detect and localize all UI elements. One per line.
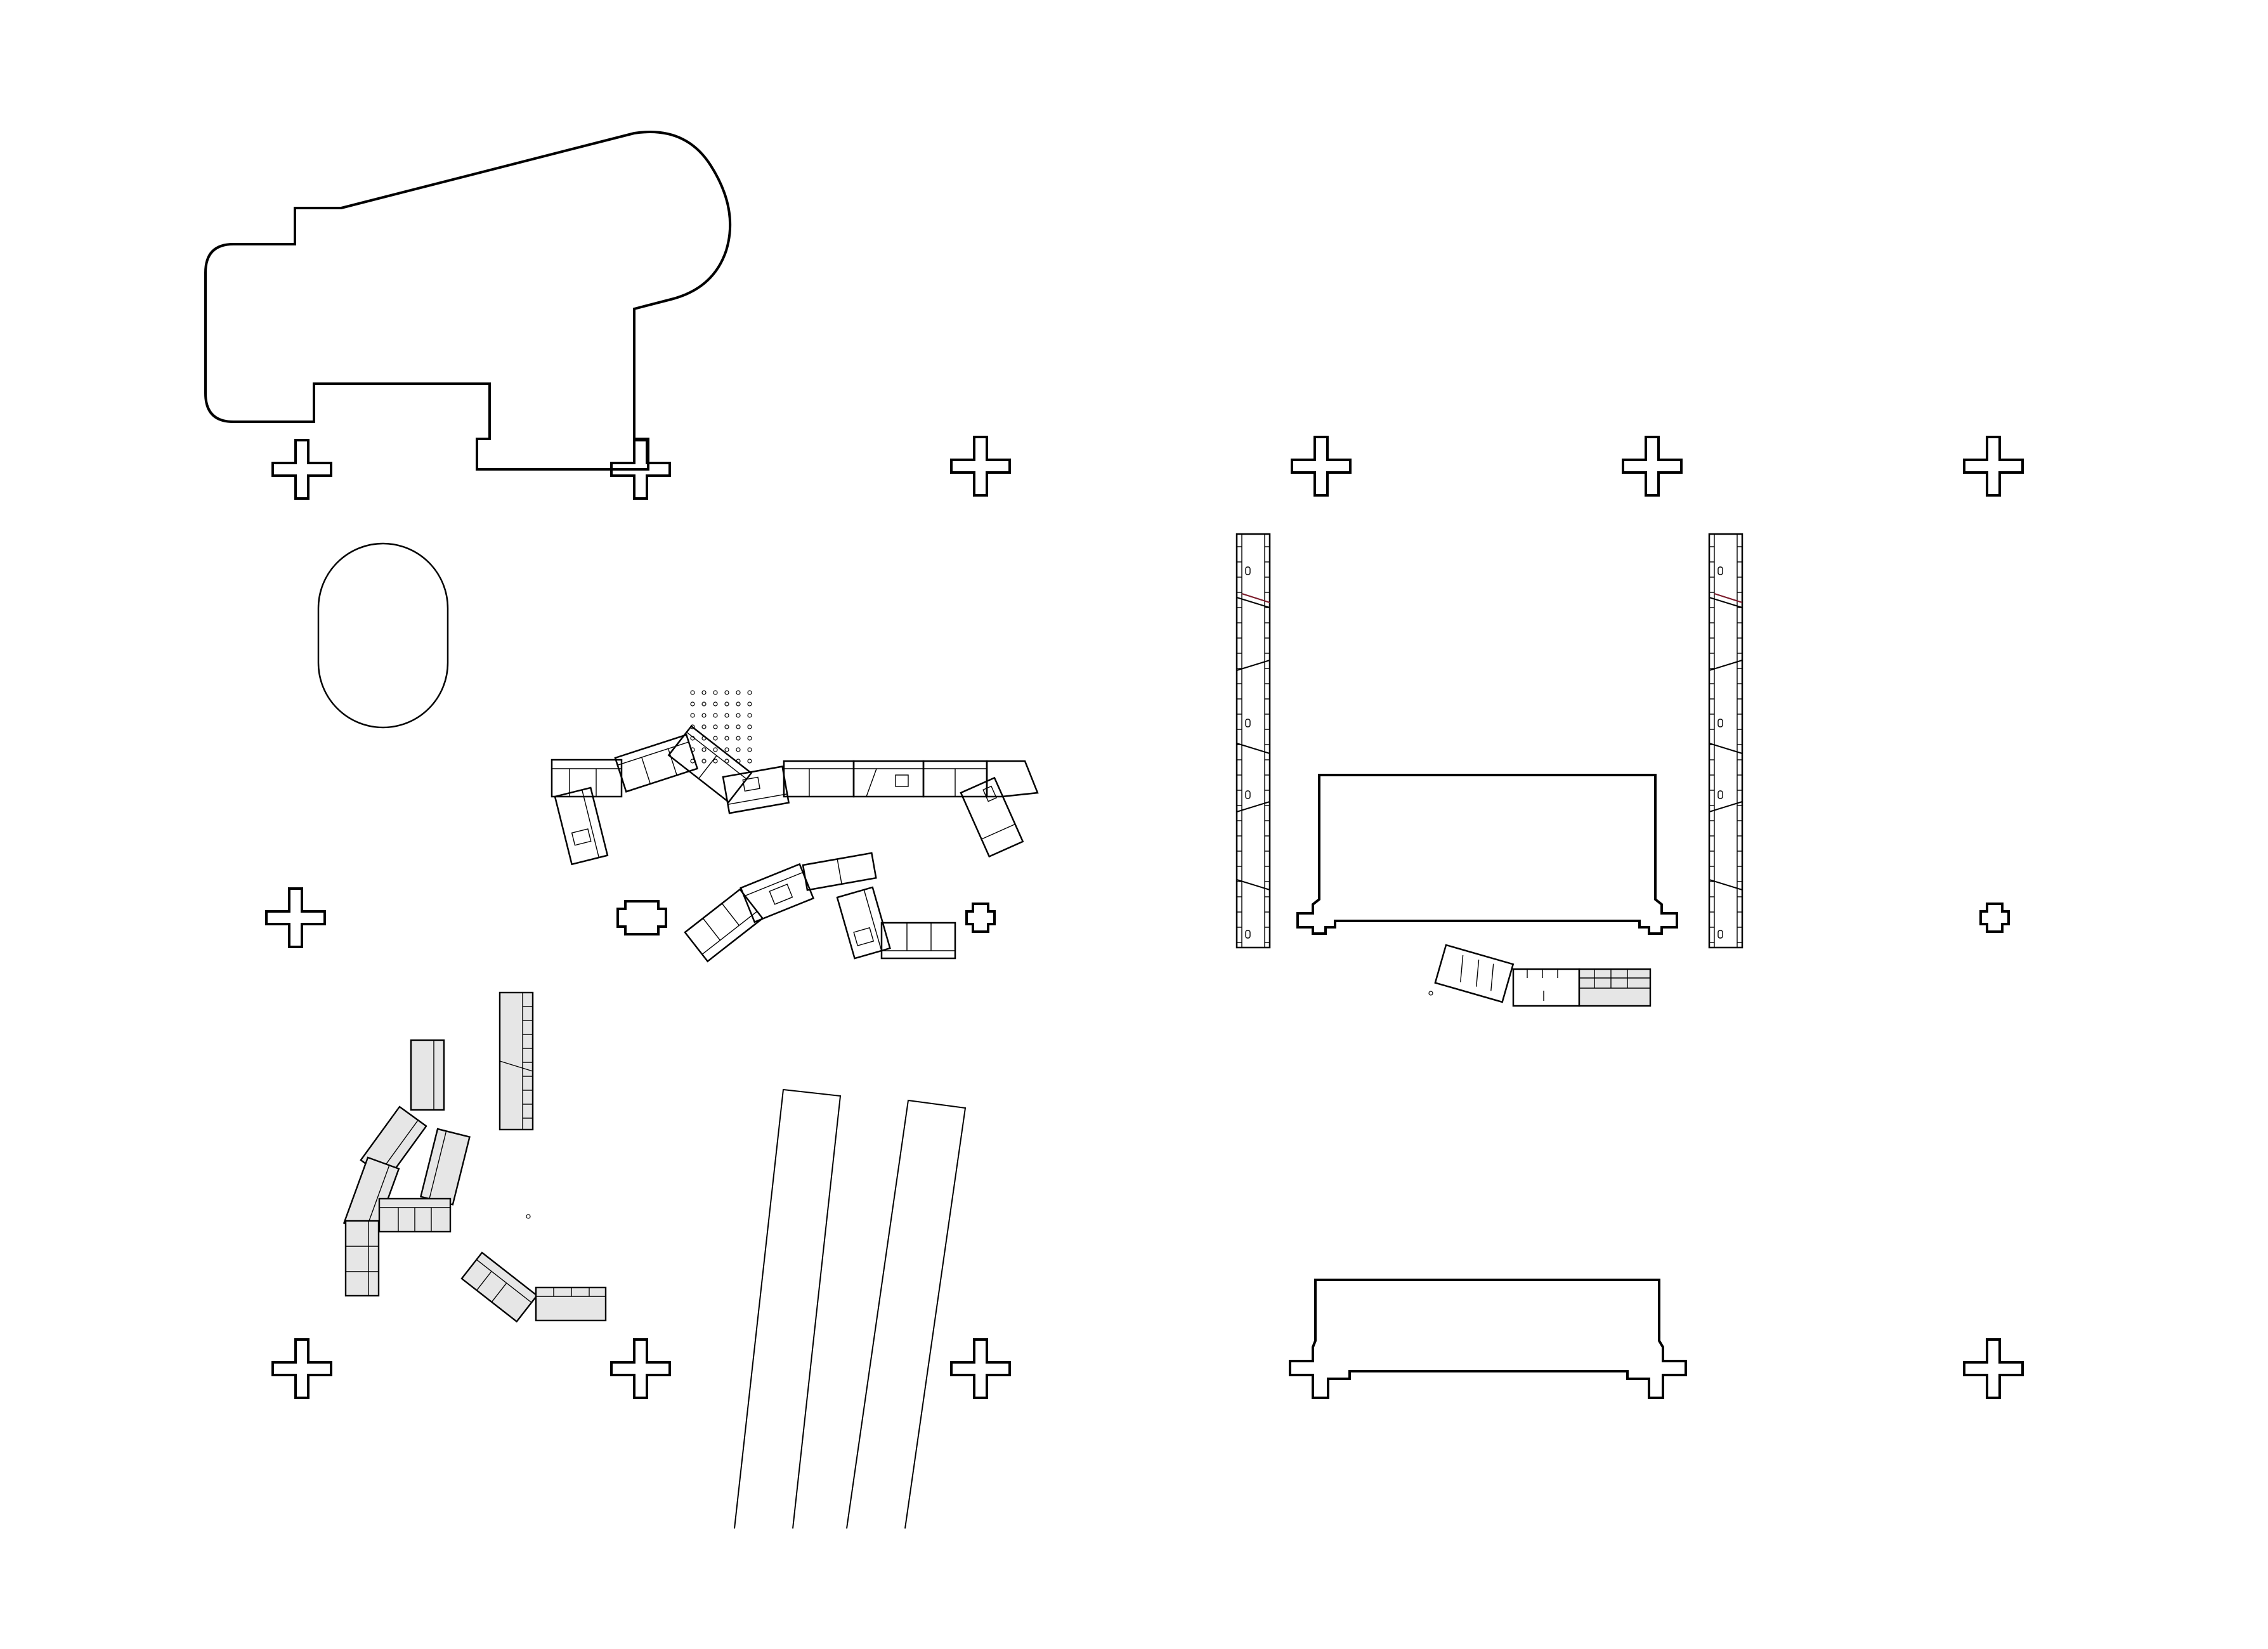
- grid-dot: [690, 759, 695, 764]
- grid-dot: [736, 724, 741, 729]
- grid-dot: [724, 759, 729, 764]
- grid-dot: [713, 713, 718, 718]
- strip-outline: [1708, 533, 1743, 949]
- registration-cross: [1963, 436, 2024, 497]
- window-mark: [1717, 930, 1723, 939]
- grid-dot: [713, 759, 718, 764]
- window-mark: [1717, 719, 1723, 727]
- grid-dot: [701, 701, 707, 707]
- grid-dot: [747, 736, 752, 741]
- grid-dot: [713, 736, 718, 741]
- grid-dot: [701, 724, 707, 729]
- center-bridge-piece-upper: [1296, 774, 1678, 935]
- grid-dot: [690, 713, 695, 718]
- grid-dot: [747, 759, 752, 764]
- segment-divider: [1236, 597, 1270, 608]
- window-mark: [1717, 566, 1723, 575]
- segment-divider: [1709, 597, 1743, 608]
- grid-dot: [736, 759, 741, 764]
- tinted-pieces-lower-left: [342, 991, 607, 1323]
- oval-piece: [317, 542, 449, 729]
- grid-dot: [724, 701, 729, 707]
- registration-cross: [1622, 436, 1683, 497]
- segment-divider: [1709, 660, 1743, 671]
- accent-divider: [1714, 592, 1743, 604]
- segment-divider: [1236, 660, 1270, 671]
- grid-dot: [690, 747, 695, 752]
- outline-piece-top-left: [204, 131, 732, 500]
- grid-dot: [736, 701, 741, 707]
- grid-dot: [724, 736, 729, 741]
- grid-dot: [724, 713, 729, 718]
- window-mark: [1245, 566, 1251, 575]
- grid-dot: [724, 724, 729, 729]
- building-strip-upper: [551, 725, 1039, 866]
- grid-dot: [701, 713, 707, 718]
- tinted-strip-center: [1428, 944, 1652, 1007]
- registration-cross: [950, 1338, 1011, 1399]
- segment-divider: [1709, 879, 1743, 890]
- vertical-strip-left: [1235, 533, 1271, 949]
- segment-divider: [1236, 801, 1270, 812]
- grid-dot: [690, 690, 695, 695]
- segment-divider: [1236, 743, 1270, 754]
- grid-dot: [690, 724, 695, 729]
- registration-notch: [965, 903, 996, 933]
- grid-dot: [713, 701, 718, 707]
- grid-dot: [713, 690, 718, 695]
- registration-notch: [616, 900, 667, 935]
- grid-dot: [736, 747, 741, 752]
- registration-cross: [950, 436, 1011, 497]
- grid-dot: [747, 713, 752, 718]
- grid-dot: [724, 747, 729, 752]
- segment-divider: [1236, 879, 1270, 890]
- grid-dot: [724, 690, 729, 695]
- grid-dot: [701, 747, 707, 752]
- dot-grid: [690, 690, 752, 764]
- grid-dot: [747, 701, 752, 707]
- center-bridge-piece-lower: [1289, 1279, 1687, 1399]
- grid-dot: [701, 759, 707, 764]
- grid-dot: [690, 736, 695, 741]
- accent-divider: [1241, 592, 1270, 604]
- grid-dot: [747, 724, 752, 729]
- grid-dot: [701, 736, 707, 741]
- grid-dot: [747, 747, 752, 752]
- strip-outline: [1235, 533, 1271, 949]
- window-mark: [1245, 719, 1251, 727]
- registration-notch: [1979, 903, 2010, 933]
- grid-dot: [736, 713, 741, 718]
- grid-dot: [747, 690, 752, 695]
- building-strip-lower: [684, 852, 956, 963]
- registration-cross: [1291, 436, 1352, 497]
- window-mark: [1245, 930, 1251, 939]
- grid-dot: [736, 690, 741, 695]
- segment-divider: [1709, 801, 1743, 812]
- registration-marks: [265, 436, 2024, 1399]
- grid-dot: [690, 701, 695, 707]
- registration-cross: [271, 1338, 332, 1399]
- registration-cross: [265, 887, 326, 948]
- grid-dot: [713, 724, 718, 729]
- diagonal-strips: [734, 1088, 967, 1529]
- registration-cross: [1963, 1338, 2024, 1399]
- grid-dot: [713, 747, 718, 752]
- vertical-strip-right: [1708, 533, 1743, 949]
- registration-cross: [610, 1338, 671, 1399]
- segment-divider: [1709, 743, 1743, 754]
- window-mark: [1245, 790, 1251, 799]
- grid-dot: [736, 736, 741, 741]
- window-mark: [1717, 790, 1723, 799]
- grid-dot: [701, 690, 707, 695]
